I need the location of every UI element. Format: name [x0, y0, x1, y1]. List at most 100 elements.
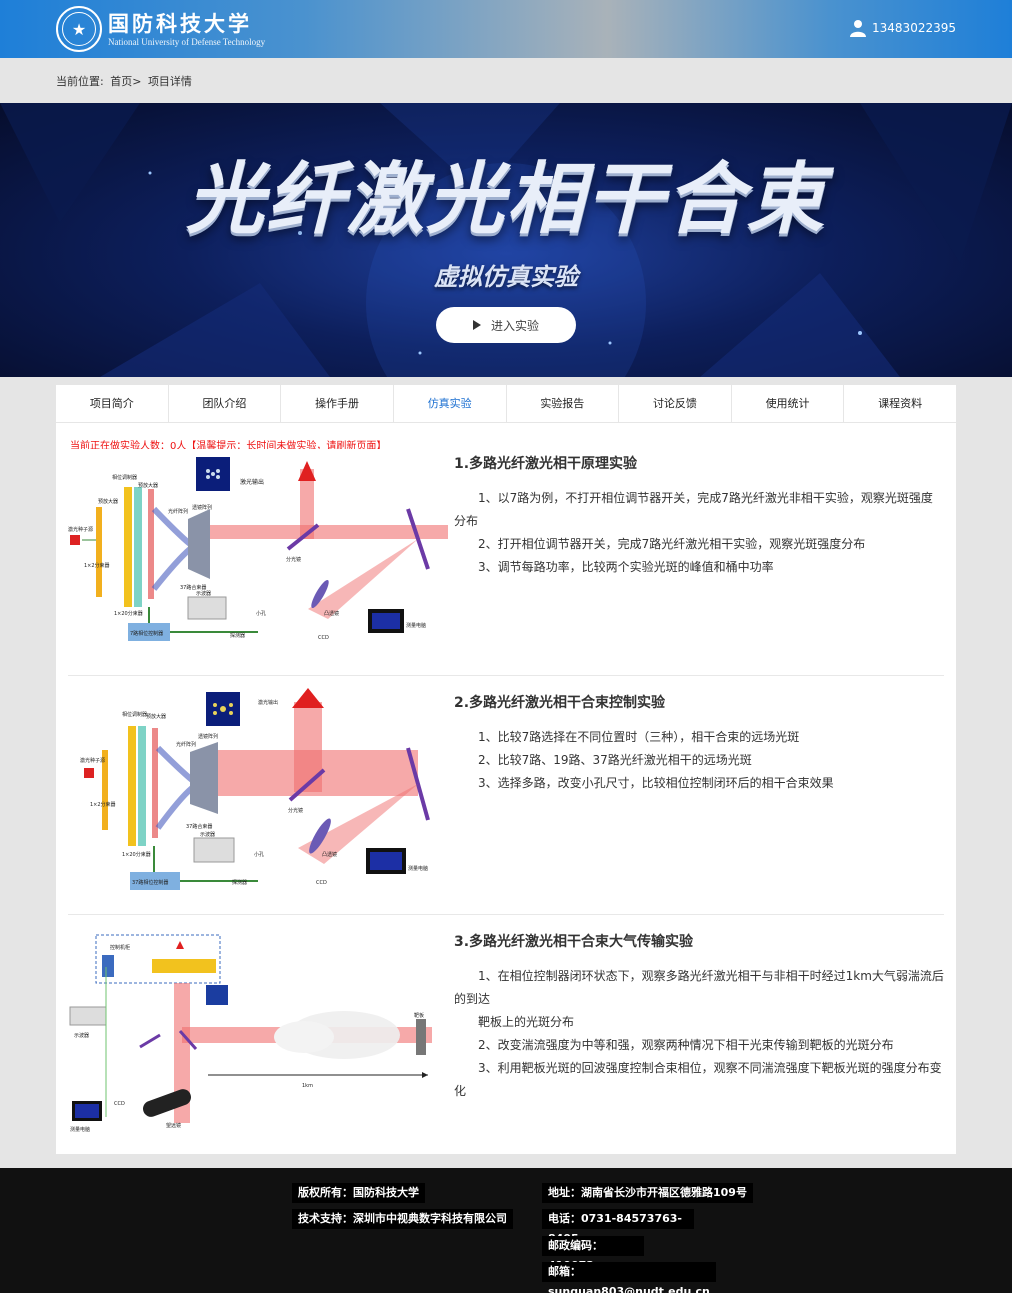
experiment-item[interactable]: 控制机柜 示波器 靶板 1km CCD 望远镜 测量电脑 3.多路光纤激光相干合…: [68, 927, 944, 1147]
diagram-label: 小孔: [256, 610, 266, 617]
diagram-label: 分光镜: [288, 807, 303, 814]
banner-subtitle: 虚拟仿真实验: [434, 263, 578, 291]
breadcrumb-label: 当前位置:: [56, 75, 104, 88]
diagram-label: 37路相位控制器: [132, 879, 168, 886]
diagram-label: 激光输出: [258, 699, 278, 706]
footer-phone: 电话：0731-84573763-8405: [542, 1209, 694, 1245]
diagram-label: 凸透镜: [324, 610, 339, 617]
diagram-label: 测量电脑: [70, 1126, 90, 1133]
experiment-step: 2、改变湍流强度为中等和强，观察两种情况下相干光束传输到靶板的光斑分布: [478, 1038, 894, 1052]
footer-postcode: 邮政编码：410073: [542, 1236, 644, 1272]
experiment-item[interactable]: 激光输出 相位调制器 预放大器 光纤阵列 透镜阵列 激光种子源 1×2分束器 3…: [68, 688, 944, 914]
user-phone: 13483022395: [872, 21, 956, 35]
diagram-label: 靶板: [414, 1012, 424, 1019]
play-icon: [472, 320, 481, 330]
project-detail-panel: 项目简介 团队介绍 操作手册 仿真实验 实验报告 讨论反馈 使用统计 课程资料 …: [56, 385, 956, 1154]
breadcrumb-current: 项目详情: [147, 75, 192, 88]
diagram-label: 示波器: [196, 590, 211, 597]
tab-bar: 项目简介 团队介绍 操作手册 仿真实验 实验报告 讨论反馈 使用统计 课程资料: [56, 385, 956, 423]
experiment-step: 靶板上的光斑分布: [478, 1015, 575, 1029]
experiment-step: 2、比较7路、19路、37路光纤激光相干的远场光斑: [478, 753, 752, 767]
diagram-label: 激光输出: [240, 478, 264, 486]
diagram-label: 1×2分束器: [84, 562, 110, 569]
diagram-label: 分光镜: [286, 556, 301, 563]
diagram-label: 7路相位控制器: [130, 630, 163, 637]
diagram-label: 光纤阵列: [168, 508, 188, 515]
diagram-label: CCD: [114, 1101, 125, 1107]
diagram-label: 1km: [302, 1083, 313, 1089]
tab-manual[interactable]: 操作手册: [281, 385, 394, 422]
tab-team[interactable]: 团队介绍: [169, 385, 282, 422]
diagram-label: 激光种子源: [80, 757, 105, 764]
footer-copyright: 版权所有：国防科技大学: [292, 1183, 425, 1203]
experiment-step: 3、利用靶板光斑的回波强度控制合束相位，观察不同湍流强度下靶板光斑的强度分布变化: [454, 1061, 942, 1098]
diagram-label: 透镜阵列: [192, 504, 212, 511]
footer-email[interactable]: 邮箱：sunquan803@nudt.edu.cn: [542, 1262, 716, 1293]
diagram-label: 预放大器: [138, 482, 158, 489]
breadcrumb-home-link[interactable]: 首页>: [110, 75, 142, 88]
diagram-label: 望远镜: [166, 1122, 181, 1129]
diagram-label: 探测器: [230, 632, 245, 639]
diagram-label: 凸透镜: [322, 851, 337, 858]
tab-simulation[interactable]: 仿真实验: [394, 385, 507, 422]
diagram-label: 透镜阵列: [198, 733, 218, 740]
divider: [68, 675, 944, 676]
logo-english-name: National University of Defense Technolog…: [108, 36, 266, 47]
diagram-label: 控制机柜: [110, 944, 130, 951]
user-icon: [850, 20, 867, 37]
diagram-label: 相位调制器: [112, 474, 137, 481]
banner-title: 光纤激光相干合束: [185, 155, 826, 245]
diagram-label: 探测器: [232, 879, 247, 886]
diagram-label: 激光种子源: [68, 526, 93, 533]
breadcrumb: 当前位置: 首页> 项目详情: [56, 73, 195, 89]
diagram-label: 示波器: [200, 831, 215, 838]
diagram-label: 37路合束器: [180, 584, 206, 591]
diagram-label: 预放大器: [98, 498, 118, 505]
tab-statistics[interactable]: 使用统计: [732, 385, 845, 422]
divider: [68, 914, 944, 915]
user-account[interactable]: 13483022395: [850, 19, 956, 37]
footer-address: 地址：湖南省长沙市开福区德雅路109号: [542, 1183, 753, 1203]
experiment-3-text: 3.多路光纤激光相干合束大气传输实验 1、在相位控制器闭环状态下，观察多路光纤激…: [454, 931, 944, 1103]
experiment-3-diagram: 控制机柜 示波器 靶板 1km CCD 望远镜 测量电脑: [68, 927, 448, 1139]
diagram-label: CCD: [316, 880, 327, 886]
diagram-label: 测量电脑: [408, 865, 428, 872]
diagram-label: 37路合束器: [186, 823, 212, 830]
experiment-title[interactable]: 1.多路光纤激光相干原理实验: [454, 456, 638, 472]
experiment-1-diagram: 激光输出 相位调制器 预放大器 预放大器 光纤阵列 透镜阵列 激光种子源 1×2…: [68, 449, 448, 654]
tab-report[interactable]: 实验报告: [507, 385, 620, 422]
diagram-label: 预放大器: [146, 713, 166, 720]
experiment-step: 1、在相位控制器闭环状态下，观察多路光纤激光相干与非相干时经过1km大气弱湍流后…: [454, 969, 944, 1006]
diagram-label: 小孔: [254, 851, 264, 858]
experiment-1-text: 1.多路光纤激光相干原理实验 1、以7路为例，不打开相位调节器开关，完成7路光纤…: [454, 453, 944, 579]
footer-support: 技术支持：深圳市中视典数字科技有限公司: [292, 1209, 513, 1229]
diagram-label: 测量电脑: [406, 622, 426, 629]
top-header: ★ 国防科技大学 National University of Defense …: [0, 0, 1012, 58]
emblem-icon: ★: [56, 6, 102, 52]
diagram-label: 1×20分束器: [114, 610, 143, 617]
tab-intro[interactable]: 项目简介: [56, 385, 169, 422]
experiment-step: 1、以7路为例，不打开相位调节器开关，完成7路光纤激光非相干实验，观察光斑强度分…: [454, 491, 933, 528]
hero-banner: 光纤激光相干合束 虚拟仿真实验 进入实验: [0, 103, 1012, 377]
logo-chinese-name: 国防科技大学: [108, 10, 252, 36]
experiment-step: 1、比较7路选择在不同位置时（三种），相干合束的远场光斑: [478, 730, 800, 744]
diagram-label: 1×20分束器: [122, 851, 151, 858]
enter-experiment-button[interactable]: 进入实验: [436, 307, 576, 343]
experiment-step: 3、选择多路，改变小孔尺寸，比较相位控制闭环后的相干合束效果: [478, 776, 834, 790]
experiment-step: 2、打开相位调节器开关，完成7路光纤激光相干实验，观察光斑强度分布: [478, 537, 866, 551]
diagram-label: 1×2分束器: [90, 801, 116, 808]
experiment-step: 3、调节每路功率，比较两个实验光斑的峰值和桶中功率: [478, 560, 774, 574]
enter-experiment-label: 进入实验: [490, 318, 539, 333]
tab-materials[interactable]: 课程资料: [878, 397, 923, 410]
online-notice: 当前正在做实验人数：0人【温馨提示：长时间未做实验，请刷新页面】: [70, 441, 387, 452]
tab-feedback[interactable]: 讨论反馈: [619, 385, 732, 422]
diagram-label: 示波器: [74, 1032, 89, 1039]
diagram-label: CCD: [318, 635, 329, 641]
experiment-item[interactable]: 激光输出 相位调制器 预放大器 预放大器 光纤阵列 透镜阵列 激光种子源 1×2…: [68, 449, 944, 675]
experiment-title[interactable]: 2.多路光纤激光相干合束控制实验: [454, 695, 666, 711]
experiment-2-diagram: 激光输出 相位调制器 预放大器 光纤阵列 透镜阵列 激光种子源 1×2分束器 3…: [68, 688, 448, 898]
site-footer: 版权所有：国防科技大学 技术支持：深圳市中视典数字科技有限公司 地址：湖南省长沙…: [0, 1168, 1012, 1293]
university-logo[interactable]: ★ 国防科技大学 National University of Defense …: [56, 6, 265, 52]
experiment-title[interactable]: 3.多路光纤激光相干合束大气传输实验: [454, 934, 694, 950]
experiment-2-text: 2.多路光纤激光相干合束控制实验 1、比较7路选择在不同位置时（三种），相干合束…: [454, 692, 944, 795]
